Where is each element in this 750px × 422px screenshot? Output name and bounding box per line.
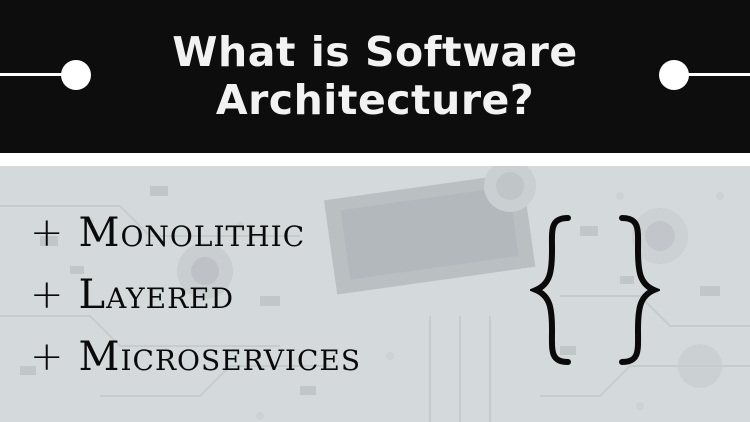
list-item-label: Microservices	[78, 334, 362, 380]
list-item-monolithic: + Monolithic	[30, 202, 361, 264]
architecture-list: + Monolithic + Layered + Microservices	[30, 202, 361, 388]
header-divider	[0, 153, 750, 166]
plus-icon: +	[30, 210, 65, 256]
circuit-board-background	[0, 166, 750, 422]
list-item-label: Monolithic	[78, 210, 306, 256]
plus-icon: +	[30, 272, 65, 318]
plus-icon: +	[30, 334, 65, 380]
title-line-2: Architecture?	[215, 76, 535, 124]
list-item-microservices: + Microservices	[30, 326, 361, 388]
left-connector-line	[0, 73, 72, 76]
left-connector-dot-icon	[61, 60, 91, 90]
title-line-1: What is Software	[172, 28, 578, 76]
header-band: What is Software Architecture?	[0, 0, 750, 153]
right-connector-dot-icon	[659, 60, 689, 90]
curly-braces-icon	[530, 215, 660, 365]
list-item-layered: + Layered	[30, 264, 361, 326]
list-item-label: Layered	[78, 272, 235, 318]
background-fade-overlay	[0, 166, 750, 422]
right-connector-line	[680, 73, 750, 76]
page-title: What is Software Architecture?	[120, 28, 630, 124]
